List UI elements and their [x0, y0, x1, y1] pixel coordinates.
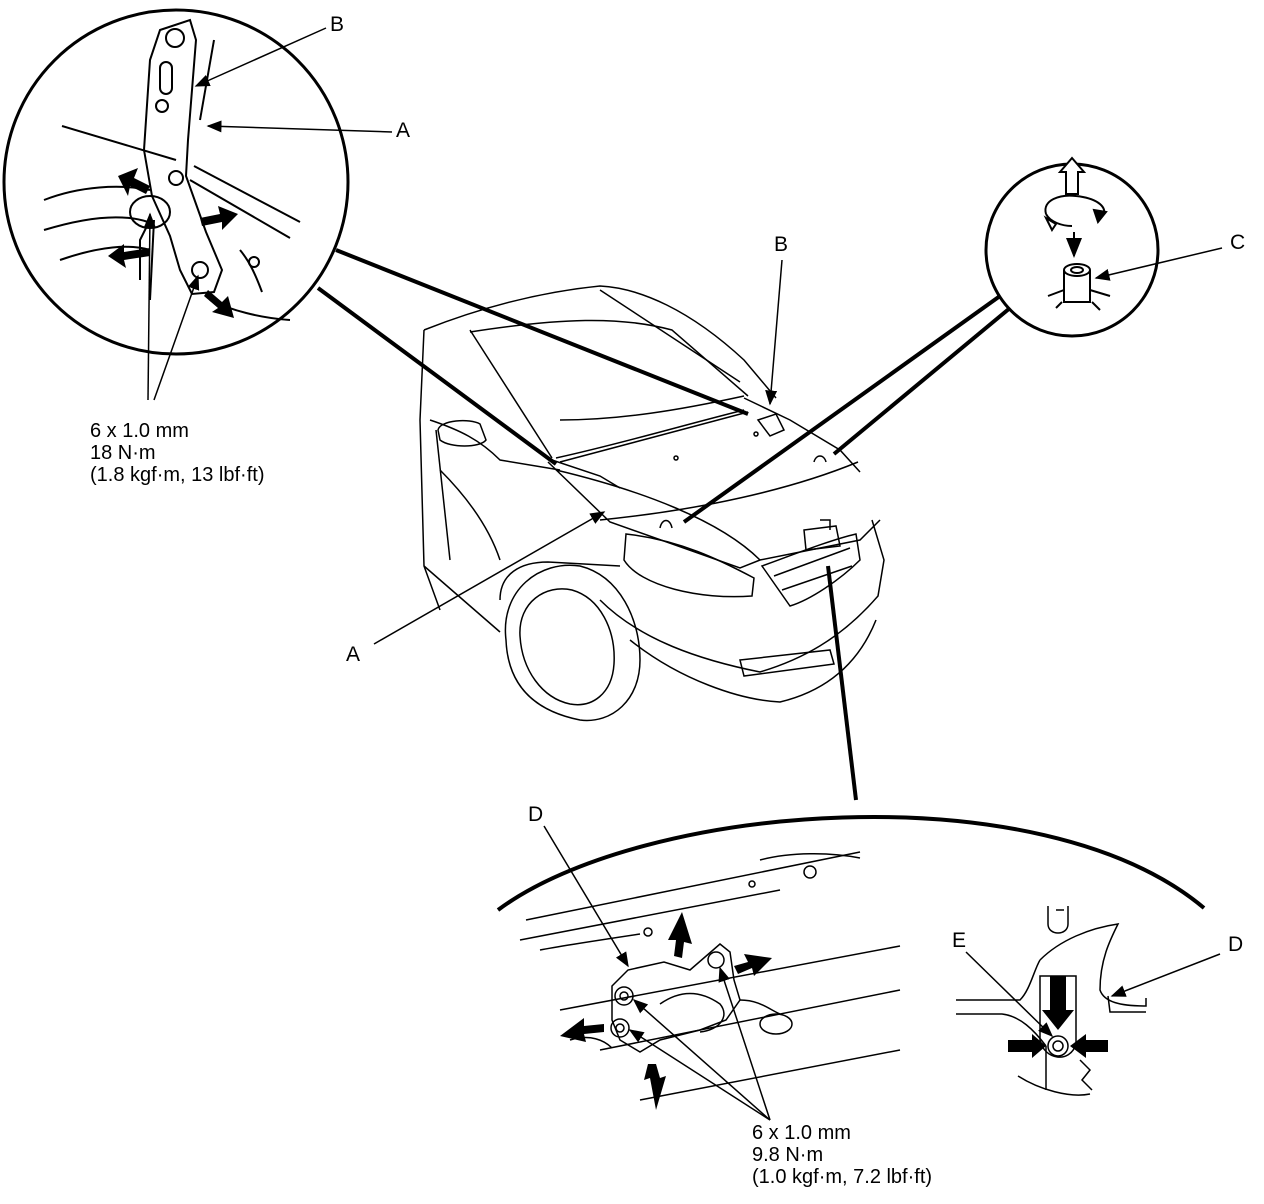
- vehicle-outline: [419, 285, 885, 722]
- callout-e-latch-side: E: [952, 929, 967, 952]
- hinge-label-leaders: [143, 27, 393, 401]
- car-label-leaders: [373, 259, 783, 645]
- callout-b-car: B: [774, 233, 789, 256]
- callout-b-hinge: B: [330, 13, 345, 36]
- hood-stop-label-leader: [1094, 247, 1223, 281]
- hinge-bolt-torque: 18 N·m: [90, 442, 156, 464]
- latch-side-detail: [956, 906, 1221, 1096]
- latch-label-leaders: [543, 825, 771, 1121]
- callout-c-hood-stop: C: [1230, 231, 1246, 254]
- hinge-bolt-spec: 6 x 1.0 mm 18 N·m (1.8 kgf·m, 13 lbf·ft): [90, 420, 265, 486]
- latch-bolt-spec: 6 x 1.0 mm 9.8 N·m (1.0 kgf·m, 7.2 lbf·f…: [752, 1122, 932, 1188]
- latch-bolt-torque: 9.8 N·m: [752, 1144, 824, 1166]
- latch-detail-view: [519, 851, 901, 1110]
- latch-bolt-size: 6 x 1.0 mm: [752, 1122, 851, 1144]
- callout-d-latch-side: D: [1228, 933, 1244, 956]
- hinge-bolt-size: 6 x 1.0 mm: [90, 420, 189, 442]
- latch-detail-arc: [496, 815, 1206, 912]
- hinge-bolt-torque-alt: (1.8 kgf·m, 13 lbf·ft): [90, 464, 265, 486]
- callout-d-latch: D: [528, 803, 544, 826]
- callout-a-hinge: A: [396, 119, 411, 142]
- hood-stop-detail-view: [984, 156, 1160, 338]
- callout-a-car: A: [346, 643, 361, 666]
- hinge-detail-view: [2, 8, 350, 356]
- latch-bolt-torque-alt: (1.0 kgf·m, 7.2 lbf·ft): [752, 1166, 933, 1188]
- hood-stop-leader-lines: [682, 294, 1012, 524]
- hinge-leader-lines: [316, 248, 749, 466]
- latch-leader-line: [826, 565, 858, 801]
